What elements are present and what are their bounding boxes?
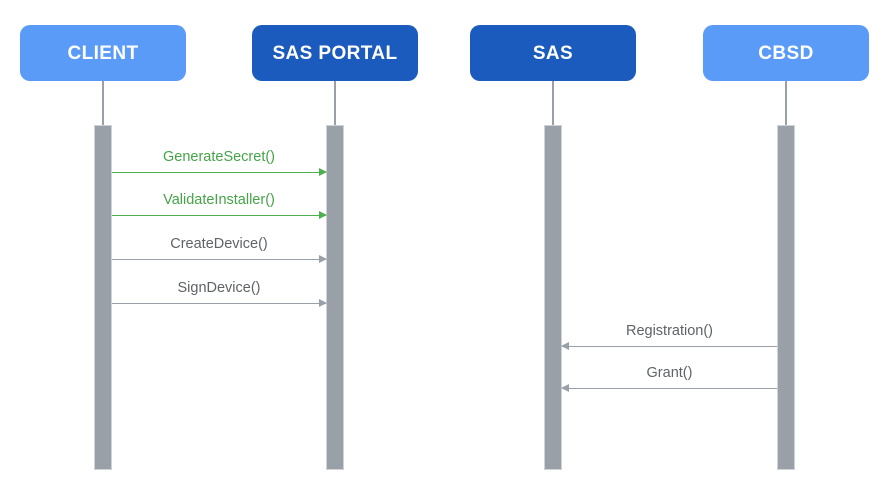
activation-bar-sas-portal (326, 125, 344, 470)
participant-box-sas-portal[interactable]: SAS PORTAL (252, 25, 418, 81)
arrowhead-right-icon (319, 298, 327, 307)
message-line-m4 (112, 303, 326, 304)
message-line-m5 (562, 346, 777, 347)
message-line-m1 (112, 172, 326, 173)
message-label-m5: Registration() (625, 323, 714, 340)
activation-bar-client (94, 125, 112, 470)
activation-bar-sas (544, 125, 562, 470)
participant-label-sas: SAS (532, 42, 574, 64)
message-label-m2: ValidateInstaller() (163, 192, 275, 209)
lifeline-cbsd (785, 81, 787, 126)
participant-box-client[interactable]: CLIENT (20, 25, 186, 81)
lifeline-sas (552, 81, 554, 126)
lifeline-client (102, 81, 104, 126)
participant-box-cbsd[interactable]: CBSD (703, 25, 869, 81)
message-label-m3: CreateDevice() (170, 236, 268, 253)
lifeline-sas-portal (334, 81, 336, 126)
activation-bar-cbsd (777, 125, 795, 470)
message-line-m3 (112, 259, 326, 260)
participant-label-client: CLIENT (67, 42, 139, 64)
participant-box-sas[interactable]: SAS (470, 25, 636, 81)
participant-label-sas-portal: SAS PORTAL (272, 42, 398, 64)
message-label-m6: Grant() (646, 365, 693, 382)
message-line-m2 (112, 215, 326, 216)
arrowhead-right-icon (319, 167, 327, 176)
arrowhead-right-icon (319, 210, 327, 219)
participant-label-cbsd: CBSD (758, 42, 814, 64)
message-label-m4: SignDevice() (177, 280, 261, 297)
arrowhead-left-icon (561, 383, 569, 392)
arrowhead-left-icon (561, 341, 569, 350)
arrowhead-right-icon (319, 254, 327, 263)
message-label-m1: GenerateSecret() (162, 149, 276, 166)
message-line-m6 (562, 388, 777, 389)
